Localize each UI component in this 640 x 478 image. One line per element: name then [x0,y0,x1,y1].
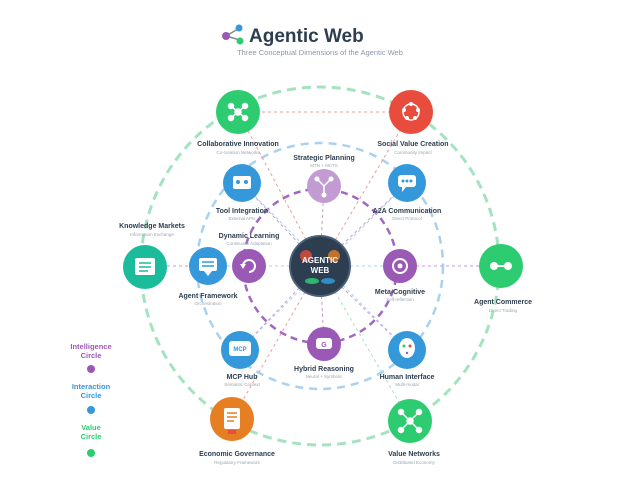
node-label: A2A Communication [373,208,442,215]
center-title-line2: WEB [311,266,330,275]
mcp-badge: MCP [233,347,246,353]
node-human-interface[interactable]: Human Interface Multi-modal [380,331,435,387]
node-sublabel: Information Exchange [130,232,174,237]
node-sublabel: Regulatory Framework [214,460,260,465]
page-subtitle: Three Conceptual Dimensions of the Agent… [237,48,403,57]
center-title-line1: AGENTIC [302,256,338,265]
chart-icon [135,258,155,275]
node-sublabel: Distributed Economy [393,460,435,465]
node-sublabel: Co-creation Networks [216,150,260,155]
handshake-icon [490,262,512,270]
legend-item-intelligence: Intelligence Circle [70,342,112,373]
node-sublabel: Orchestration [194,301,222,306]
node-sublabel: Community Impact [394,150,432,155]
framework-icon [199,258,217,276]
node-label: Dynamic Learning [219,233,280,240]
page-title: Agentic Web [249,26,364,47]
legend-label-line1: Intelligence [70,342,111,351]
refresh-icon [240,259,256,273]
node-meta-cognitive[interactable]: Meta-Cognitive Self-reflection [375,249,425,302]
node-sublabel: Multi-modal [395,382,418,387]
node-sublabel: External APIs [228,216,256,221]
legend-label-line2: Circle [81,351,102,360]
node-dynamic-learning[interactable]: Dynamic Learning Continuous Adaptation [219,233,280,283]
tree-icon [314,176,334,198]
target-icon [392,258,408,274]
community-icon [402,102,420,121]
node-agent-framework[interactable]: Agent Framework Orchestration [178,247,238,306]
face-icon [399,338,415,358]
node-collaborative-innovation[interactable]: Collaborative Innovation Co-creation Net… [197,90,279,155]
legend-label-line1: Interaction [72,382,111,391]
node-economic-governance[interactable]: Economic Governance Regulatory Framework [199,397,275,465]
node-label: Value Networks [388,451,440,458]
legend-dot [87,365,95,373]
node-label: Hybrid Reasoning [294,366,354,373]
svg-text:G: G [321,342,327,349]
header: Agentic Web Three Conceptual Dimensions … [222,24,403,57]
legend-label-line2: Circle [81,432,102,441]
node-tool-integration[interactable]: Tool Integration External APIs [216,164,268,221]
graph-icon [397,408,423,434]
legend-dot [87,449,95,457]
node-label: Human Interface [380,374,435,381]
node-social-value-creation[interactable]: Social Value Creation Community Impact [377,90,449,155]
legend-item-interaction: Interaction Circle [72,382,111,414]
node-strategic-planning[interactable]: Strategic Planning MTN + MCTS [293,155,355,203]
node-label: Social Value Creation [377,141,448,148]
node-label: Collaborative Innovation [197,141,279,148]
node-mcp-hub[interactable]: MCP MCP Hub Semantic Context [221,331,261,387]
chat-icon [398,175,416,192]
node-a2a-communication[interactable]: A2A Communication Direct Protocol [373,164,442,221]
node-sublabel: Direct Trading [489,308,518,313]
node-knowledge-markets[interactable]: Knowledge Markets Information Exchange [119,223,185,289]
document-icon [224,408,240,434]
node-label: Knowledge Markets [119,223,185,230]
node-agent-commerce[interactable]: Agent Commerce Direct Trading [474,244,532,313]
node-label: Economic Governance [199,451,275,458]
hub-icon: MCP [229,341,251,356]
legend-dot [87,406,95,414]
legend-label-line1: Value [81,423,101,432]
brain-icon: G [316,338,332,349]
network-icon [227,102,249,122]
node-label: Agent Commerce [474,299,532,306]
node-label: Agent Framework [178,293,237,300]
tools-icon [233,176,251,189]
node-hybrid-reasoning[interactable]: G Hybrid Reasoning Neural + Symbolic [294,327,354,379]
legend-item-value: Value Circle [81,423,102,457]
logo-icon [222,24,244,45]
node-sublabel: Neural + Symbolic [306,374,343,379]
node-sublabel: Continuous Adaptation [226,241,272,246]
node-sublabel: Semantic Context [224,382,260,387]
node-label: Strategic Planning [293,155,354,162]
node-sublabel: Direct Protocol [392,216,422,221]
legend-label-line2: Circle [81,391,102,400]
node-label: Meta-Cognitive [375,289,425,296]
node-label: Tool Integration [216,208,268,215]
node-sublabel: Self-reflection [386,297,414,302]
node-label: MCP Hub [227,374,258,381]
legend: Intelligence Circle Interaction Circle V… [70,342,112,457]
node-value-networks[interactable]: Value Networks Distributed Economy [388,399,440,465]
node-sublabel: MTN + MCTS [310,163,338,168]
center-hub: AGENTIC WEB [289,235,351,297]
